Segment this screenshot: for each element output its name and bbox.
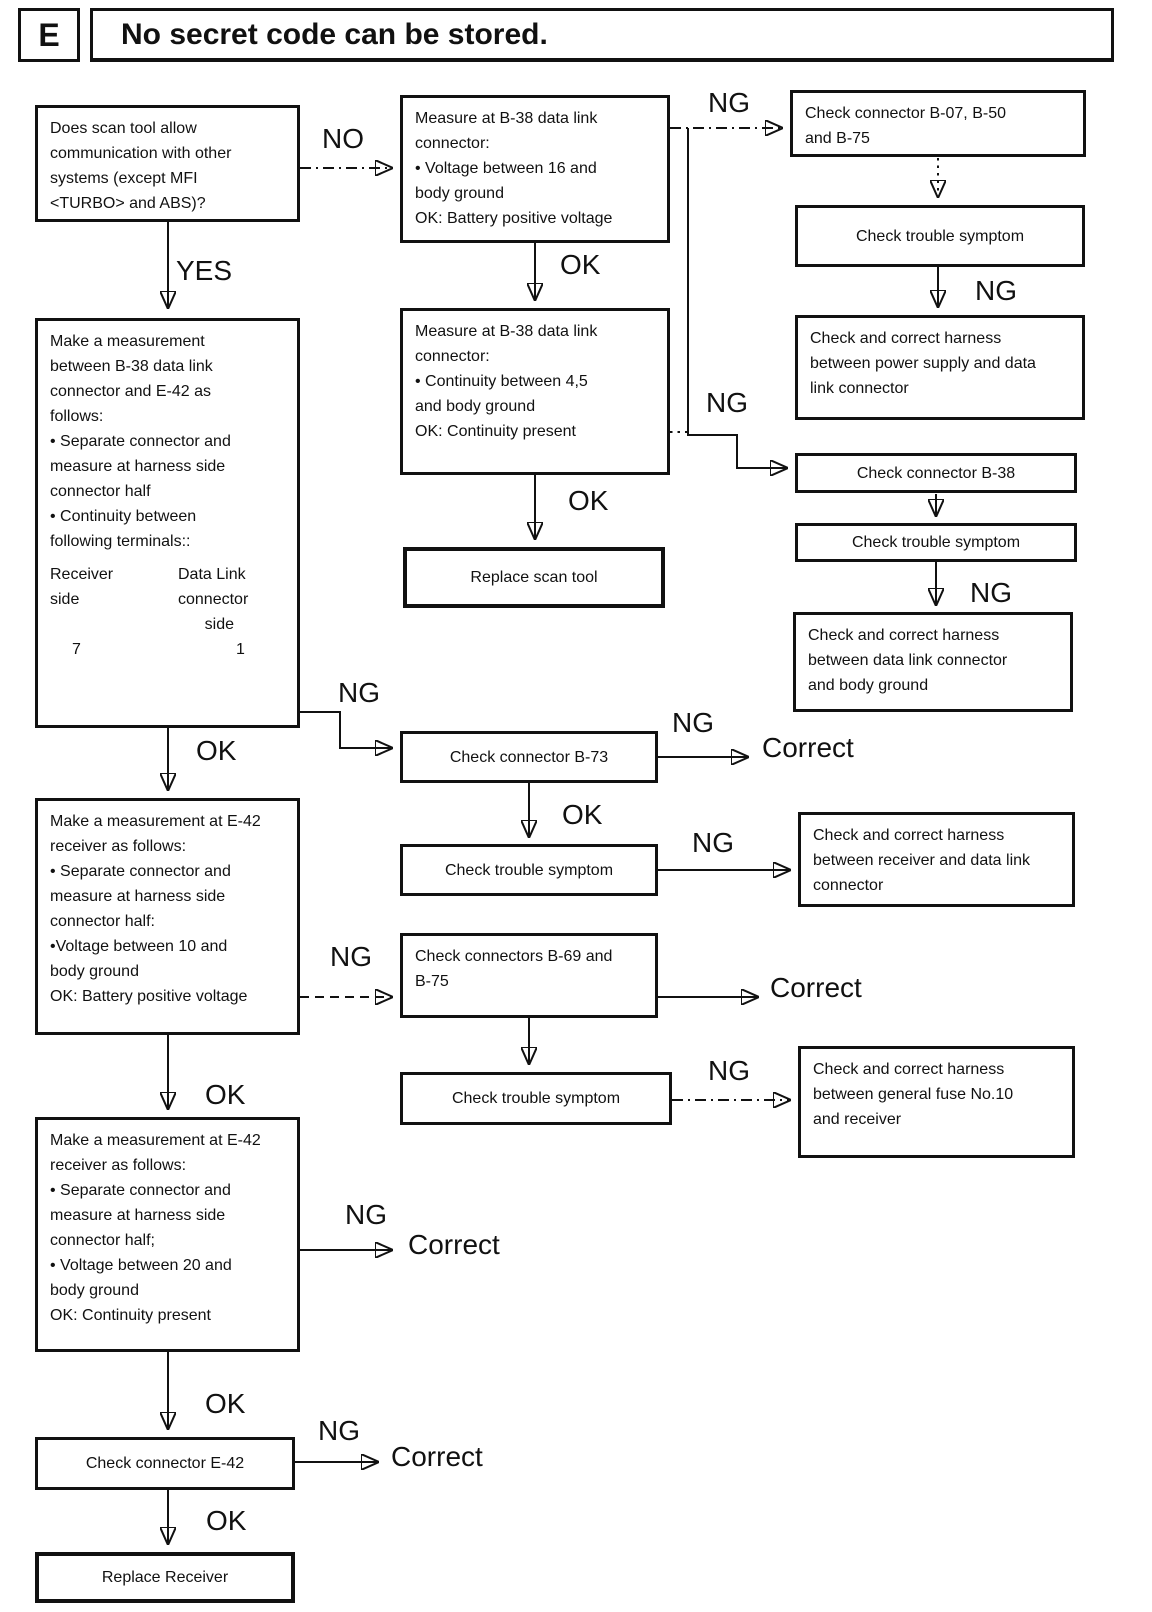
node-check-trouble-symptom-4: Check trouble symptom bbox=[400, 1072, 672, 1125]
node-check-trouble-symptom-1: Check trouble symptom bbox=[795, 205, 1085, 267]
node-harness-power-supply: Check and correct harness between power … bbox=[795, 315, 1085, 420]
node-check-trouble-symptom-3: Check trouble symptom bbox=[400, 844, 658, 896]
edge-label-ng-trouble-3: NG bbox=[692, 827, 734, 858]
node-check-connector-b38: Check connector B-38 bbox=[795, 453, 1077, 493]
edge-label-ng-b38-e42: NG bbox=[338, 677, 380, 708]
section-index-letter: E bbox=[18, 8, 80, 62]
edge-label-ok-b73: OK bbox=[562, 799, 603, 830]
edge-label-ok-voltage-10: OK bbox=[205, 1079, 246, 1110]
node-check-connector-b07-b50-b75: Check connector B-07, B-50 and B-75 bbox=[790, 90, 1086, 157]
node-measure-e42-voltage-10: Make a measurement at E-42 receiver as f… bbox=[35, 798, 300, 1035]
edge-label-ok-connector-e42: OK bbox=[206, 1505, 247, 1536]
terminal-table: Receiver side 7 Data Link connector side… bbox=[38, 562, 297, 662]
edge-label-ok-continuity: OK bbox=[568, 485, 609, 516]
edge-label-no: NO bbox=[322, 123, 364, 154]
terminal-col-receiver: Receiver side bbox=[50, 566, 114, 608]
result-correct-voltage-20: Correct bbox=[408, 1229, 500, 1260]
node-replace-scan-tool: Replace scan tool bbox=[403, 547, 665, 608]
edge-label-yes: YES bbox=[176, 255, 233, 286]
node-check-connector-e42: Check connector E-42 bbox=[35, 1437, 295, 1490]
arrow-ng-to-b38 bbox=[687, 128, 787, 468]
page-title: No secret code can be stored. bbox=[90, 8, 1114, 62]
terminal-col-datalink: Data Link connector side bbox=[178, 566, 249, 633]
node-harness-receiver-dlc: Check and correct harness between receiv… bbox=[798, 812, 1075, 907]
node-measure-b38-e42: Make a measurement between B-38 data lin… bbox=[35, 318, 300, 728]
node-question-scan-tool: Does scan tool allow communication with … bbox=[35, 105, 300, 222]
edge-label-ng-voltage: NG bbox=[708, 87, 750, 118]
node-check-connectors-b69-b75: Check connectors B-69 and B-75 bbox=[400, 933, 658, 1018]
terminal-value-datalink: 1 bbox=[236, 641, 245, 658]
edge-label-ng-trouble-2: NG bbox=[970, 577, 1012, 608]
node-measure-b38-continuity: Measure at B-38 data link connector: • C… bbox=[400, 308, 670, 475]
edge-label-ng-voltage-20: NG bbox=[345, 1199, 387, 1230]
edge-label-ng-trouble-1: NG bbox=[975, 275, 1017, 306]
node-check-trouble-symptom-2: Check trouble symptom bbox=[795, 523, 1077, 562]
node-harness-fuse10-receiver: Check and correct harness between genera… bbox=[798, 1046, 1075, 1158]
arrow-ng-to-b73 bbox=[300, 711, 392, 748]
edge-label-ok-voltage: OK bbox=[560, 249, 601, 280]
edge-label-ng-continuity: NG bbox=[706, 387, 748, 418]
result-correct-b69: Correct bbox=[770, 972, 862, 1003]
node-replace-receiver: Replace Receiver bbox=[35, 1552, 295, 1603]
edge-label-ng-connector-e42: NG bbox=[318, 1415, 360, 1446]
edge-label-ng-trouble-4: NG bbox=[708, 1055, 750, 1086]
node-harness-dlc-ground: Check and correct harness between data l… bbox=[793, 612, 1073, 712]
edge-label-ok-b38-e42: OK bbox=[196, 735, 237, 766]
edge-label-ng-b73: NG bbox=[672, 707, 714, 738]
node-measure-e42-voltage-20: Make a measurement at E-42 receiver as f… bbox=[35, 1117, 300, 1352]
node-check-connector-b73: Check connector B-73 bbox=[400, 731, 658, 783]
result-correct-b73: Correct bbox=[762, 732, 854, 763]
edge-label-ng-voltage-10: NG bbox=[330, 941, 372, 972]
edge-label-ok-voltage-20: OK bbox=[205, 1388, 246, 1419]
terminal-value-receiver: 7 bbox=[72, 641, 81, 658]
result-correct-e42: Correct bbox=[391, 1441, 483, 1472]
node-measure-b38-voltage: Measure at B-38 data link connector: • V… bbox=[400, 95, 670, 243]
